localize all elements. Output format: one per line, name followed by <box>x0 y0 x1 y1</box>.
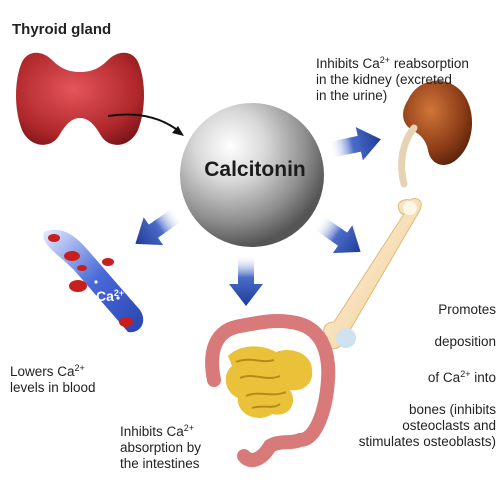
thyroid-connector-arrow <box>107 113 181 133</box>
bone-effect-sup: 2+ <box>460 369 471 379</box>
intestine-effect-rest: absorption by the intestines <box>120 440 202 471</box>
bone-effect-line2: deposition <box>434 334 496 349</box>
kidney-effect-line1-pre: Inhibits Ca <box>316 56 380 71</box>
thyroid-gland-label: Thyroid gland <box>12 21 112 38</box>
bone-effect-line3-pre: of Ca <box>427 370 461 385</box>
blood-effect-line1-pre: Lowers Ca <box>10 364 75 379</box>
thyroid-gland-illustration <box>16 52 144 145</box>
kidney-illustration <box>398 80 473 188</box>
bone-effect-text: Promotes deposition of Ca2+ into bones (… <box>344 286 496 450</box>
intestine-effect-line1-pre: Inhibits Ca <box>120 424 184 439</box>
arrow-to-intestine <box>229 254 263 306</box>
intestines-illustration <box>205 313 336 468</box>
calcitonin-sphere <box>180 103 324 247</box>
vessel-calcium-label: Ca2+ <box>96 288 124 304</box>
kidney-effect-rest: in the kidney (excreted in the urine) <box>316 72 452 103</box>
kidney-effect-sup: 2+ <box>379 55 391 65</box>
bone-illustration <box>323 197 422 350</box>
bone-effect-line3-post: into <box>470 370 496 385</box>
arrow-to-kidney <box>328 127 381 161</box>
blood-vessel-illustration <box>43 229 144 333</box>
blood-effect-rest: levels in blood <box>10 380 96 395</box>
bone-effect-rest: bones (inhibits osteoclasts and stimulat… <box>358 402 496 449</box>
intestine-effect-text: Inhibits Ca2+ absorption by the intestine… <box>120 404 260 472</box>
kidney-effect-line1-post: reabsorption <box>390 56 469 71</box>
blood-effect-text: Lowers Ca2+ levels in blood <box>10 344 150 396</box>
calcitonin-label: Calcitonin <box>204 158 306 181</box>
blood-effect-sup: 2+ <box>74 363 85 373</box>
arrow-to-blood <box>135 207 183 246</box>
intestine-effect-sup: 2+ <box>183 423 195 433</box>
vessel-calcium-pre: Ca <box>96 288 114 304</box>
vessel-calcium-sup: 2+ <box>113 288 125 298</box>
bone-effect-line1: Promotes <box>438 302 496 317</box>
arrow-to-bone <box>313 215 361 254</box>
